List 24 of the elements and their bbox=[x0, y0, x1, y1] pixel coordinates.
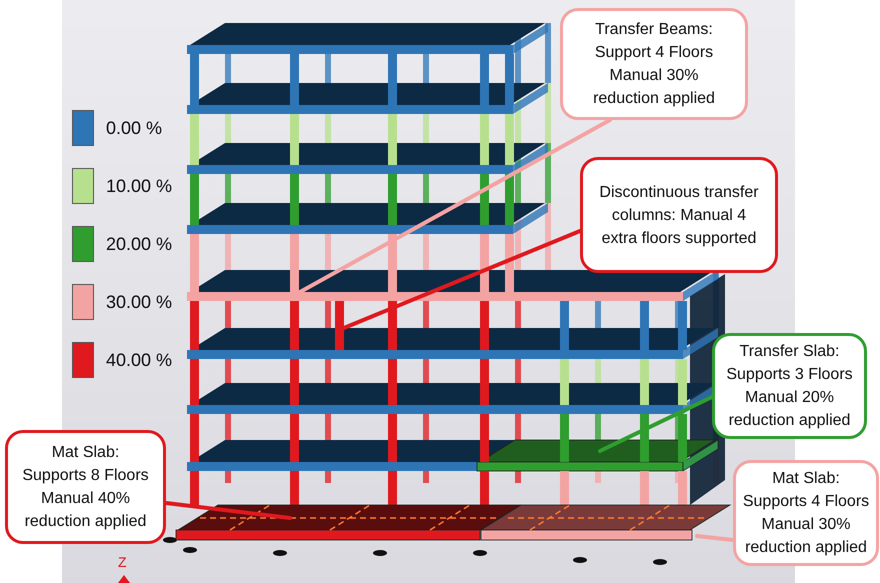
legend-label: 40.00 % bbox=[106, 350, 172, 370]
callout-text: Transfer Beams: Support 4 Floors Manual 30% reduction applied bbox=[592, 20, 716, 109]
leader-line bbox=[598, 395, 714, 453]
callout-bubble bbox=[560, 8, 748, 120]
callout-bubble bbox=[580, 157, 778, 273]
callout-bubble bbox=[712, 333, 867, 439]
callout-text: Transfer Slab: Supports 3 Floors Manual 20% reduction applied bbox=[725, 342, 854, 431]
callout-text: Mat Slab: Supports 4 Floors Manual 30% reduction applied bbox=[742, 469, 870, 558]
callout-bubble bbox=[733, 460, 879, 566]
leader-line bbox=[164, 501, 292, 520]
axis-label: Z bbox=[118, 554, 127, 570]
callout-bubble bbox=[5, 430, 166, 544]
legend-label: 30.00 % bbox=[106, 292, 172, 312]
mat-slab bbox=[480, 504, 732, 540]
legend-label: 0.00 % bbox=[106, 118, 162, 138]
legend-label: 20.00 % bbox=[106, 234, 172, 254]
transfer-beam bbox=[187, 292, 683, 301]
mat-slab bbox=[176, 504, 522, 540]
callout-text: Discontinuous transfer columns: Manual 4 extra floors supported bbox=[598, 182, 760, 248]
legend-label: 10.00 % bbox=[106, 176, 172, 196]
transfer-column bbox=[335, 301, 344, 350]
leader-line bbox=[695, 534, 735, 542]
leader-line bbox=[298, 118, 612, 294]
callout-text: Mat Slab: Supports 8 Floors Manual 40% reduction applied bbox=[21, 443, 150, 532]
